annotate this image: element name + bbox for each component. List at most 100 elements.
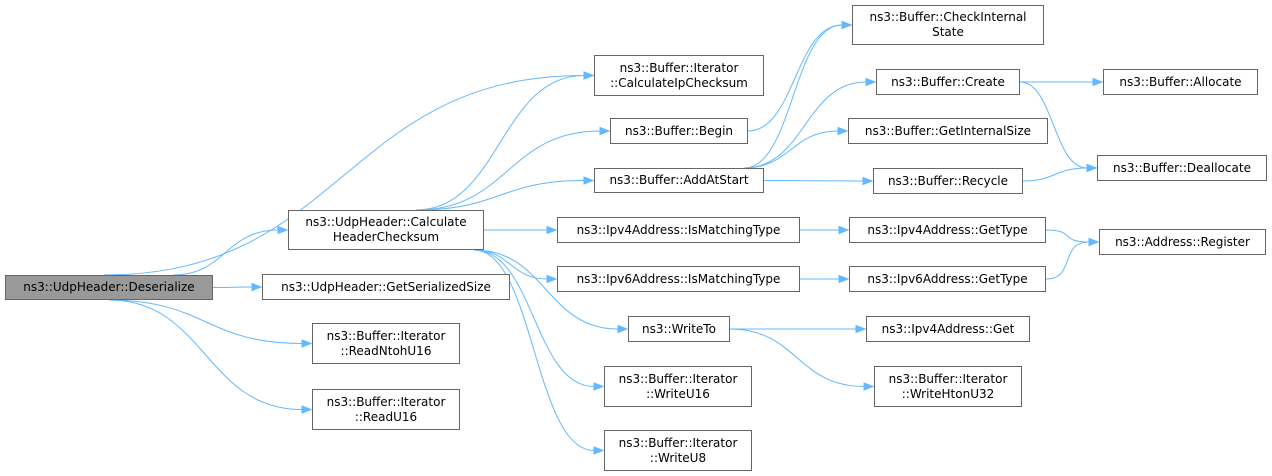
node-label: ns3::Ipv4Address::Get — [881, 321, 1015, 336]
node-label: ns3::WriteTo — [642, 321, 716, 336]
node-label: ns3::Buffer::Iterator — [619, 60, 739, 75]
node-label: ns3::Buffer::Iterator — [618, 435, 738, 450]
node-buffer-create[interactable]: ns3::Buffer::Create — [876, 69, 1020, 95]
node-label: ns3::Buffer::GetInternalSize — [864, 123, 1032, 138]
edge-arrowhead — [546, 225, 558, 235]
node-iterator-write-u8[interactable]: ns3::Buffer::Iterator ::WriteU8 — [604, 430, 752, 471]
edge-calc_header_checksum-to-add_at_start — [415, 180, 585, 211]
node-iterator-write-u16[interactable]: ns3::Buffer::Iterator ::WriteU16 — [604, 366, 752, 407]
node-label: ns3::Buffer::Iterator — [618, 371, 738, 386]
node-buffer-allocate[interactable]: ns3::Buffer::Allocate — [1103, 69, 1258, 95]
edge-arrowhead — [583, 71, 595, 80]
edge-ipv4_get_type-to-register — [1045, 229, 1090, 243]
edge-arrowhead — [841, 20, 853, 30]
edge-recycle-to-deallocate — [1022, 167, 1088, 182]
node-ipv4-get[interactable]: ns3::Ipv4Address::Get — [866, 316, 1030, 342]
node-udpheader-deserialize: ns3::UdpHeader::Deserialize — [5, 275, 213, 300]
edge-add_at_start-to-buffer_create — [743, 81, 867, 169]
node-label: HeaderChecksum — [332, 230, 440, 244]
edge-arrowhead — [863, 382, 875, 391]
node-buffer-add-at-start[interactable]: ns3::Buffer::AddAtStart — [594, 168, 764, 193]
node-iterator-read-u16[interactable]: ns3::Buffer::Iterator ::ReadU16 — [312, 389, 460, 430]
node-ipv6-is-matching-type[interactable]: ns3::Ipv6Address::IsMatchingType — [557, 266, 800, 292]
node-ipv4-get-type[interactable]: ns3::Ipv4Address::GetType — [849, 217, 1046, 243]
edge-arrowhead — [546, 274, 558, 284]
node-label: ns3::Buffer::Create — [891, 74, 1005, 89]
edge-deserialize-to-read_u16 — [108, 299, 303, 410]
edge-write_to-to-write_hton_u32 — [729, 328, 865, 387]
node-buffer-begin[interactable]: ns3::Buffer::Begin — [610, 118, 748, 144]
edge-calc_header_checksum-to-write_u16 — [473, 249, 595, 387]
edge-arrowhead — [1086, 163, 1098, 173]
edge-arrowhead — [862, 176, 874, 186]
edge-arrowhead — [1088, 237, 1100, 247]
node-buffer-get-internal-size[interactable]: ns3::Buffer::GetInternalSize — [848, 118, 1048, 144]
node-label: ns3::Buffer::Iterator — [326, 394, 446, 409]
edge-buffer_begin-to-check_internal — [747, 24, 843, 132]
node-label: ns3::UdpHeader::GetSerializedSize — [281, 279, 491, 294]
node-label: ns3::UdpHeader::Deserialize — [23, 280, 195, 294]
edge-arrowhead — [599, 126, 611, 136]
node-iterator-write-hton-u32[interactable]: ns3::Buffer::Iterator ::WriteHtonU32 — [874, 366, 1022, 407]
node-label: ::ReadU16 — [354, 409, 418, 424]
node-buffer-recycle[interactable]: ns3::Buffer::Recycle — [873, 168, 1023, 194]
node-udpheader-get-serialized-size[interactable]: ns3::UdpHeader::GetSerializedSize — [262, 274, 510, 300]
edge-arrowhead — [301, 339, 313, 348]
node-address-register[interactable]: ns3::Address::Register — [1099, 229, 1266, 255]
edge-add_at_start-to-get_internal_size — [743, 130, 839, 169]
edge-add_at_start-to-recycle — [763, 180, 864, 182]
node-label: ns3::Buffer::Allocate — [1119, 74, 1242, 89]
edge-arrowhead — [837, 126, 849, 136]
node-label: ::ReadNtohU16 — [340, 343, 432, 358]
edge-deserialize-to-get_serialized_size — [212, 286, 253, 288]
node-label: ns3::Ipv4Address::IsMatchingType — [576, 222, 781, 237]
node-label: ns3::Address::Register — [1115, 234, 1250, 249]
node-label: ns3::Buffer::Deallocate — [1113, 160, 1251, 175]
node-label: ns3::Ipv6Address::IsMatchingType — [576, 271, 781, 286]
node-label: ns3::Ipv6Address::GetType — [867, 271, 1028, 286]
node-ipv4-is-matching-type[interactable]: ns3::Ipv4Address::IsMatchingType — [557, 217, 800, 243]
edge-arrowhead — [593, 446, 605, 455]
node-udpheader-calculate-header-checksum[interactable]: ns3::UdpHeader::Calculate HeaderChecksum — [288, 210, 484, 250]
node-label: ns3::Buffer::Recycle — [887, 173, 1009, 188]
edge-arrowhead — [838, 225, 850, 235]
node-label: ::WriteU8 — [649, 450, 707, 465]
node-label: State — [932, 25, 964, 39]
edge-arrowhead — [251, 282, 263, 292]
edge-arrowhead — [617, 324, 629, 334]
node-label: ns3::Buffer::CheckInternal — [869, 10, 1027, 24]
edge-arrowhead — [277, 225, 289, 235]
edge-deserialize-to-calc_header_checksum — [172, 229, 279, 276]
node-ipv6-get-type[interactable]: ns3::Ipv6Address::GetType — [849, 266, 1046, 292]
node-label: ::CalculateIpChecksum — [610, 75, 748, 90]
edge-arrowhead — [583, 176, 595, 185]
edge-calc_header_checksum-to-write_u8 — [473, 249, 595, 451]
node-label: ns3::Buffer::Begin — [624, 123, 734, 138]
edge-ipv6_get_type-to-register — [1045, 241, 1090, 280]
edge-add_at_start-to-check_internal — [743, 24, 843, 169]
edge-arrowhead — [865, 77, 877, 87]
edge-arrowhead — [855, 324, 867, 334]
edge-arrowhead — [301, 405, 313, 414]
edge-arrowhead — [1092, 77, 1104, 87]
edge-calc_header_checksum-to-buffer_begin — [415, 130, 601, 211]
node-label: ns3::Buffer::AddAtStart — [609, 173, 749, 187]
edge-deserialize-to-calc_ip_checksum — [103, 75, 585, 276]
edge-deserialize-to-read_ntoh_u16 — [108, 299, 303, 344]
node-buffer-check-internal-state[interactable]: ns3::Buffer::CheckInternal State — [852, 5, 1044, 45]
node-label: ::WriteHtonU32 — [901, 386, 995, 401]
node-write-to[interactable]: ns3::WriteTo — [628, 316, 730, 342]
edge-buffer_create-to-deallocate — [1019, 81, 1088, 169]
node-label: ns3::Buffer::Iterator — [888, 371, 1008, 386]
node-label: ns3::Ipv4Address::GetType — [867, 222, 1028, 237]
edge-calc_header_checksum-to-calc_ip_checksum — [415, 75, 585, 211]
node-label: ns3::UdpHeader::Calculate — [305, 215, 467, 229]
node-iterator-read-ntoh-u16[interactable]: ns3::Buffer::Iterator ::ReadNtohU16 — [312, 323, 460, 364]
node-label: ::WriteU16 — [646, 386, 710, 401]
node-buffer-deallocate[interactable]: ns3::Buffer::Deallocate — [1097, 155, 1267, 181]
node-iterator-calculate-ip-checksum[interactable]: ns3::Buffer::Iterator ::CalculateIpCheck… — [594, 55, 764, 96]
edge-calc_header_checksum-to-write_to — [473, 249, 619, 330]
edge-arrowhead — [593, 382, 605, 391]
